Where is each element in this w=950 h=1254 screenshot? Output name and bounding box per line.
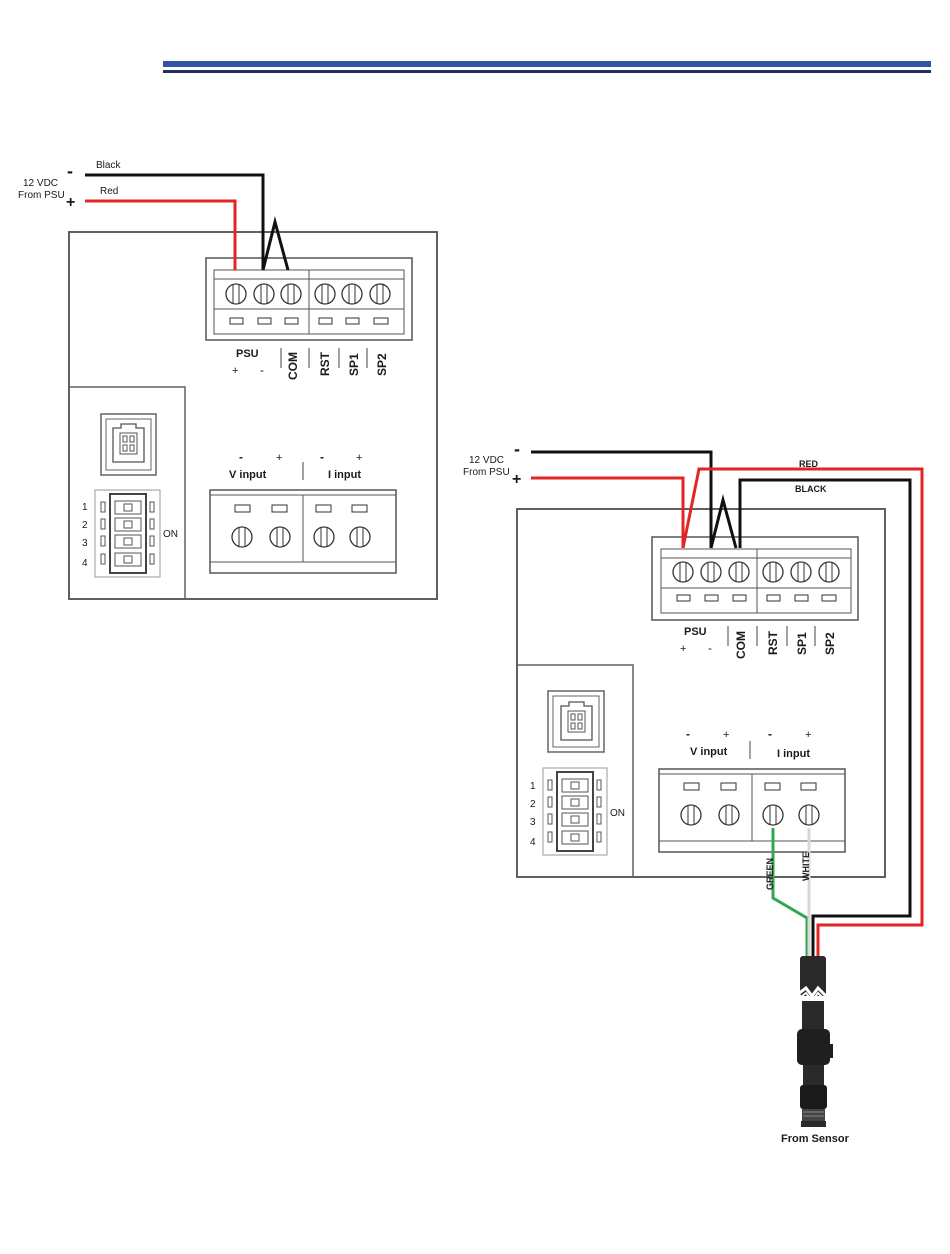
diagram-a-psu-label: PSU: [236, 348, 259, 360]
diagram-b-supply-label-2: From PSU: [463, 467, 510, 478]
diagram-a-v-minus: -: [239, 450, 243, 464]
diagram-b-top-terminal-block: [652, 537, 858, 620]
diagram-a-usb-port-icon: [101, 414, 156, 475]
diagram-b-sensor-connector-icon: [797, 956, 833, 1127]
diagram-b-supply-label-1: 12 VDC: [469, 455, 504, 466]
diagram-b-sensor-label: From Sensor: [781, 1133, 850, 1145]
diagram-a-i-minus: -: [320, 450, 324, 464]
diagram-a-psu-only: - 12 VDC From PSU + Black Red: [18, 160, 437, 599]
diagram-a-top-terminal-block: [206, 258, 412, 340]
diagram-a-v-plus: +: [276, 452, 282, 464]
diagram-a-dip-switch: [95, 490, 160, 577]
diagram-a-sp1-label: SP1: [347, 353, 361, 376]
diagram-a-dip-1: 1: [82, 502, 88, 513]
diagram-a-psu-plus: +: [232, 365, 238, 377]
diagram-b-com-label: COM: [734, 631, 748, 659]
diagram-a-dip-2: 2: [82, 520, 88, 531]
diagram-a-i-plus: +: [356, 452, 362, 464]
diagram-b-sp2-label: SP2: [823, 632, 837, 655]
diagram-b-dip-1: 1: [530, 781, 536, 792]
diagram-b-usb-port-icon: [548, 691, 604, 752]
diagram-b-dip-2: 2: [530, 799, 536, 810]
diagram-b-sp1-label: SP1: [795, 632, 809, 655]
diagram-a-v-input-label: V input: [229, 469, 267, 481]
diagram-a-dip-on: ON: [163, 529, 178, 540]
diagram-b-v-input-label: V input: [690, 746, 728, 758]
diagram-b-rst-label: RST: [766, 630, 780, 655]
diagram-b-white-label: WHITE: [801, 852, 811, 881]
diagram-b-dip-4: 4: [530, 837, 536, 848]
diagram-a-com-label: COM: [286, 352, 300, 380]
diagram-b-wire-black-label: BLACK: [795, 484, 827, 494]
diagram-b-dip-switch: [543, 768, 607, 855]
diagram-a-wire-red-label: Red: [100, 186, 118, 197]
diagram-b-input-terminal-block: [659, 769, 845, 852]
diagram-b-green-label: GREEN: [765, 858, 775, 890]
diagram-a-supply-label-1: 12 VDC: [23, 178, 58, 189]
diagram-b-i-minus: -: [768, 727, 772, 741]
diagram-b-supply-neg-sign: -: [514, 439, 520, 459]
diagram-b-with-sensor: - 12 VDC From PSU + RED BLACK: [463, 439, 922, 1145]
diagram-a-dip-4: 4: [82, 558, 88, 569]
diagram-b-dip-3: 3: [530, 817, 536, 828]
diagram-b-v-minus: -: [686, 727, 690, 741]
diagram-a-supply-label-2: From PSU: [18, 190, 65, 201]
diagram-a-rst-label: RST: [318, 351, 332, 376]
diagram-a-dip-3: 3: [82, 538, 88, 549]
diagram-a-input-terminal-block: [210, 490, 396, 573]
diagram-a-psu-minus: -: [260, 363, 264, 377]
diagram-b-psu-label: PSU: [684, 626, 707, 638]
diagram-b-psu-minus: -: [708, 641, 712, 655]
diagram-b-i-input-label: I input: [777, 748, 810, 760]
diagram-b-supply-pos-sign: +: [512, 471, 521, 488]
diagram-a-supply-pos-sign: +: [66, 194, 75, 211]
diagram-b-psu-plus: +: [680, 643, 686, 655]
diagram-a-supply-neg-sign: -: [67, 161, 73, 181]
header-bar: [163, 61, 931, 73]
diagram-a-wire-black-label: Black: [96, 160, 121, 171]
diagram-b-i-plus: +: [805, 729, 811, 741]
diagram-b-v-plus: +: [723, 729, 729, 741]
diagram-b-dip-on: ON: [610, 808, 625, 819]
diagram-a-sp2-label: SP2: [375, 353, 389, 376]
diagram-a-i-input-label: I input: [328, 469, 361, 481]
